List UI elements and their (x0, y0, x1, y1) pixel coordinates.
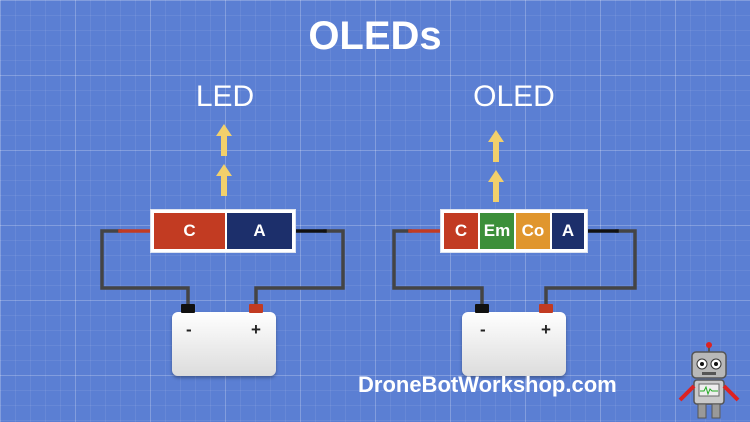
led-battery: - + (172, 304, 276, 376)
oled-wire-left (392, 229, 484, 307)
oled-battery: - + (462, 304, 566, 376)
led-anode-segment: A (226, 213, 292, 249)
oled-emissive-segment: Em (480, 213, 514, 249)
led-cathode-segment: C (154, 213, 225, 249)
robot-mascot-icon (678, 342, 740, 419)
up-arrow-icon (216, 124, 232, 156)
battery-plus-label: + (541, 320, 551, 339)
watermark: DroneBotWorkshop.com (358, 372, 617, 397)
led-label: LED (195, 80, 255, 113)
battery-minus-label: - (480, 320, 486, 339)
page-title: OLEDs (308, 14, 442, 58)
oled-device: C Em Co A (440, 209, 588, 253)
led-wire-left (100, 229, 190, 307)
up-arrow-icon (488, 170, 504, 202)
battery-minus-label: - (186, 320, 192, 339)
oled-wire-right (544, 229, 637, 307)
negative-terminal (181, 304, 195, 313)
battery-plus-label: + (251, 320, 261, 339)
emission-arrows-led (216, 124, 232, 196)
positive-terminal (249, 304, 263, 313)
led-wire-right (254, 229, 345, 307)
up-arrow-icon (488, 130, 504, 162)
led-device: C A (150, 209, 296, 253)
oled-anode-segment: A (552, 213, 584, 249)
negative-terminal (475, 304, 489, 313)
oled-cathode-segment: C (444, 213, 478, 249)
positive-terminal (539, 304, 553, 313)
up-arrow-icon (216, 164, 232, 196)
emission-arrows-oled (488, 130, 504, 202)
oled-conductive-segment: Co (516, 213, 550, 249)
oled-label: OLED (473, 80, 555, 113)
